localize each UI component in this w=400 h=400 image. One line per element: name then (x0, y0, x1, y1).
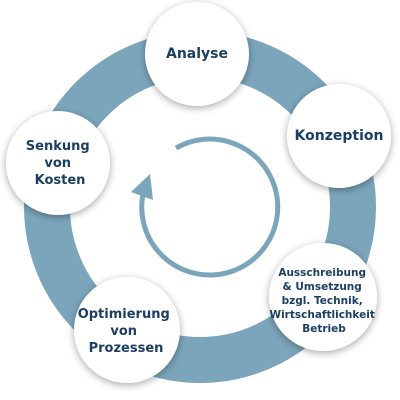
step-circle (145, 2, 249, 106)
svg-text:Optimierung von: Optimierung von Prozessen (78, 307, 175, 356)
svg-text:Senkung von Ko: Senkung von Kosten (26, 139, 94, 188)
step-label-line: Ausschreibung (278, 267, 366, 279)
step-ausschreibung-umsetzung: Ausschreibung & Umsetzung bzgl. Technik,… (269, 243, 379, 351)
step-label-line: von (44, 156, 71, 171)
cycle-arrow-icon (131, 136, 281, 278)
svg-text:Ausschreibung & Umsetz: Ausschreibung & Umsetzung bzgl. Technik,… (270, 267, 379, 335)
step-konzeption: Konzeption (287, 84, 391, 188)
step-optimierung: Optimierung von Prozessen (74, 277, 180, 383)
step-label-line: Analyse (166, 46, 228, 62)
step-label-line: Betrieb (302, 323, 346, 335)
step-circle (74, 277, 180, 383)
step-circle (6, 111, 110, 215)
step-label-line: Optimierung (78, 307, 170, 322)
step-label-line: bzgl. Technik, (282, 295, 363, 307)
svg-text:Konzeption: Konzeption (295, 128, 384, 144)
step-label-line: Senkung (26, 139, 90, 154)
step-label-line: & Umsetzung (283, 281, 362, 293)
step-label-line: Konzeption (295, 128, 384, 144)
step-label-line: Kosten (35, 173, 86, 188)
step-circle (269, 243, 377, 351)
svg-text:Analyse: Analyse (166, 46, 228, 62)
step-circle (287, 84, 391, 188)
step-label-line: Prozessen (89, 341, 164, 356)
step-senkung-kosten: Senkung von Kosten (6, 111, 110, 215)
step-analyse: Analyse (145, 2, 249, 106)
step-label-line: Wirtschaftlichkeit (270, 309, 375, 321)
step-label-line: von (110, 324, 137, 339)
